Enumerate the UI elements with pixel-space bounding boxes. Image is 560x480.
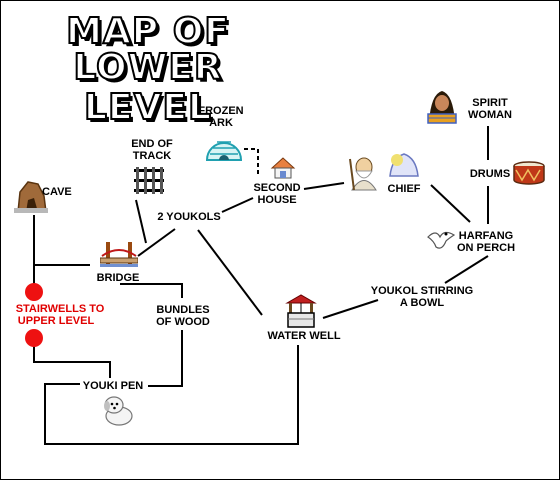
path-track-bridge bbox=[135, 199, 147, 244]
label-chief: CHIEF bbox=[387, 183, 421, 195]
path-chief-harfang bbox=[430, 184, 471, 223]
label-stairwells-line2: UPPER LEVEL bbox=[17, 315, 95, 327]
igloo-icon bbox=[205, 141, 243, 161]
label-spirit-woman-line2: WOMAN bbox=[468, 109, 512, 121]
cave-icon bbox=[14, 181, 48, 213]
label-harfang-line2: ON PERCH bbox=[456, 242, 516, 254]
label-water-well: WATER WELL bbox=[267, 330, 341, 342]
drum-icon bbox=[513, 161, 545, 185]
stairwell-marker-icon[interactable] bbox=[24, 328, 44, 348]
label-two-youkols: 2 YOUKOLS bbox=[157, 211, 221, 223]
hut-icon bbox=[389, 153, 419, 177]
label-second-house-line1: SECOND bbox=[253, 182, 301, 194]
label-bundles-line1: BUNDLES bbox=[156, 304, 210, 316]
path-youkols-house bbox=[221, 197, 254, 213]
path-stirring-well bbox=[322, 299, 379, 319]
label-end-of-track-line1: END OF bbox=[131, 138, 173, 150]
stairwell-marker-icon[interactable] bbox=[24, 282, 44, 302]
owl-icon bbox=[427, 231, 456, 249]
path-bridge-youkols bbox=[137, 228, 176, 257]
map-title-line2: LOWER LEVEL bbox=[72, 47, 223, 129]
label-drums: DRUMS bbox=[469, 168, 511, 180]
path-youkols-well bbox=[197, 229, 263, 316]
chief-icon bbox=[349, 157, 377, 191]
label-harfang-line1: HARFANG bbox=[458, 230, 514, 242]
path-harfang-stirring bbox=[444, 255, 489, 284]
path-well-youkipen bbox=[44, 345, 299, 445]
label-stairwells-line1: STAIRWELLS TO bbox=[15, 303, 105, 315]
label-second-house-line2: HOUSE bbox=[257, 194, 297, 206]
spirit-woman-icon bbox=[427, 91, 457, 124]
house-icon bbox=[270, 157, 296, 179]
label-bundles-line2: OF WOOD bbox=[156, 316, 210, 328]
path-bundles-youkipen bbox=[148, 330, 183, 387]
path-ark-house bbox=[244, 148, 259, 175]
well-icon bbox=[285, 294, 317, 328]
bridge-icon bbox=[100, 242, 138, 267]
path-bridge-bundles bbox=[120, 283, 183, 298]
label-youkol-stirring-line1: YOUKOL STIRRING bbox=[370, 285, 474, 297]
label-bridge: BRIDGE bbox=[96, 272, 140, 284]
dog-icon bbox=[104, 396, 133, 426]
label-spirit-woman-line1: SPIRIT bbox=[472, 97, 508, 109]
path-house-chief bbox=[303, 182, 345, 190]
label-cave: CAVE bbox=[42, 186, 72, 198]
label-youkol-stirring-line2: A BOWL bbox=[399, 297, 445, 309]
path-stairwell-youkipen bbox=[33, 340, 111, 378]
map-title-line1: MAP OF bbox=[65, 11, 230, 53]
label-frozen-ark-line1: FROZEN bbox=[198, 105, 244, 117]
track-end-icon bbox=[134, 167, 164, 194]
label-frozen-ark-line2: ARK bbox=[209, 117, 233, 129]
label-youki-pen: YOUKI PEN bbox=[82, 380, 144, 392]
label-end-of-track-line2: TRACK bbox=[132, 150, 172, 162]
